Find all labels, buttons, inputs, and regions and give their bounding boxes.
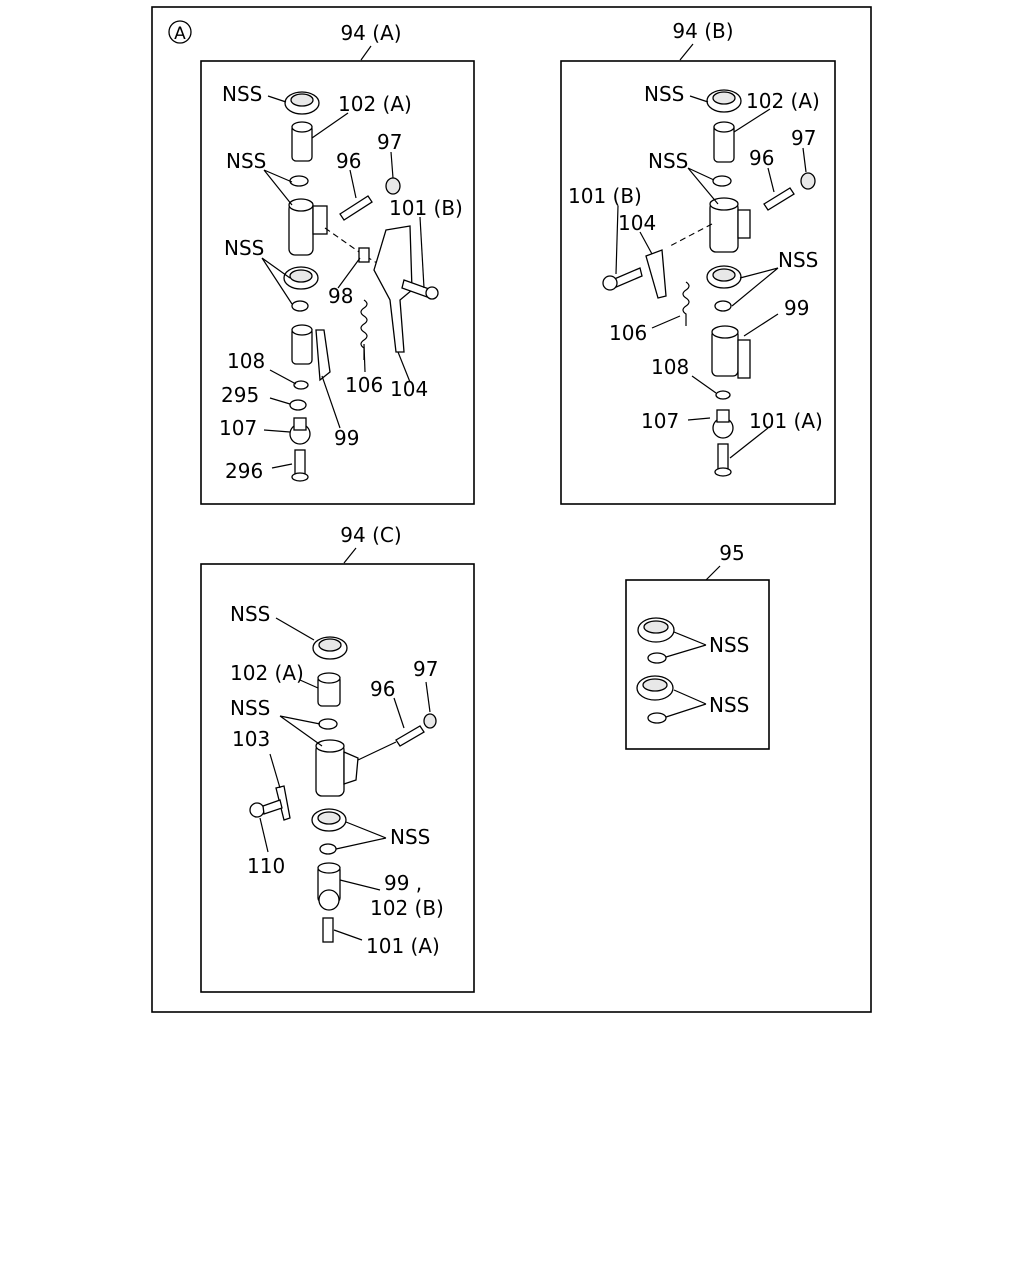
panel-94b: 94 (B) <box>560 19 836 505</box>
panel-95-leaders <box>665 631 707 718</box>
label-94c-110: 110 <box>247 854 285 878</box>
label-94a-nss-cap: NSS <box>222 82 262 106</box>
label-94b-102a: 102 (A) <box>746 89 820 113</box>
panel-94b-title: 94 (B) <box>672 19 733 43</box>
label-94a-295: 295 <box>221 383 259 407</box>
label-94a-101b: 101 (B) <box>389 196 463 220</box>
panel-94c: 94 (C) <box>200 523 475 993</box>
label-94a-nss-seal: NSS <box>224 236 264 260</box>
label-94a-107: 107 <box>219 416 257 440</box>
label-94a-106: 106 <box>345 373 383 397</box>
label-94a-98: 98 <box>328 284 353 308</box>
panel-95: 95 NSS NSS <box>625 541 770 750</box>
panel-94a-leaders <box>261 95 425 469</box>
label-94b-nss-washer: NSS <box>648 149 688 173</box>
panel-94b-parts <box>602 89 816 477</box>
label-94a-102a: 102 (A) <box>338 92 412 116</box>
label-94c-96: 96 <box>370 677 395 701</box>
panel-94c-frame <box>200 563 475 993</box>
panel-94a-title: 94 (A) <box>340 21 401 45</box>
label-94a-nss-washer: NSS <box>226 149 266 173</box>
section-marker-letter: A <box>174 24 186 44</box>
label-94c-102b: 102 (B) <box>370 896 444 920</box>
label-94b-101b: 101 (B) <box>568 184 642 208</box>
label-94a-99: 99 <box>334 426 359 450</box>
label-94b-99: 99 <box>784 296 809 320</box>
label-94b-107: 107 <box>641 409 679 433</box>
panel-95-title: 95 <box>719 541 744 565</box>
label-95-nss-1: NSS <box>709 633 749 657</box>
label-94b-101a: 101 (A) <box>749 409 823 433</box>
panel-94a-frame <box>200 60 475 505</box>
label-94b-nss-cap: NSS <box>644 82 684 106</box>
label-94b-104: 104 <box>618 211 656 235</box>
label-94b-97: 97 <box>791 126 816 150</box>
label-94c-99: 99 , <box>384 871 422 895</box>
section-marker: A <box>168 20 192 44</box>
panel-94a-parts <box>283 91 439 482</box>
label-94c-102a: 102 (A) <box>230 661 304 685</box>
label-94c-nss-cap: NSS <box>230 602 270 626</box>
label-94c-97: 97 <box>413 657 438 681</box>
panel-94b-leaders <box>615 95 807 459</box>
label-94a-96: 96 <box>336 149 361 173</box>
label-94b-106: 106 <box>609 321 647 345</box>
label-94c-nss-seal: NSS <box>390 825 430 849</box>
panel-94b-frame <box>560 60 836 505</box>
label-94a-108: 108 <box>227 349 265 373</box>
label-95-nss-2: NSS <box>709 693 749 717</box>
label-94a-104: 104 <box>390 377 428 401</box>
panel-95-parts <box>636 617 675 724</box>
panel-95-frame <box>625 579 770 750</box>
panel-94c-parts <box>249 636 437 943</box>
panel-94c-leaders <box>259 617 431 941</box>
label-94b-nss-seal: NSS <box>778 248 818 272</box>
outer-frame <box>151 6 872 1013</box>
panel-94a: 94 (A) <box>200 21 475 505</box>
label-94c-103: 103 <box>232 727 270 751</box>
label-94b-96: 96 <box>749 146 774 170</box>
label-94b-108: 108 <box>651 355 689 379</box>
label-94c-nss-washer: NSS <box>230 696 270 720</box>
label-94a-296: 296 <box>225 459 263 483</box>
label-94a-97: 97 <box>377 130 402 154</box>
panel-94c-title: 94 (C) <box>340 523 401 547</box>
label-94c-101a: 101 (A) <box>366 934 440 958</box>
